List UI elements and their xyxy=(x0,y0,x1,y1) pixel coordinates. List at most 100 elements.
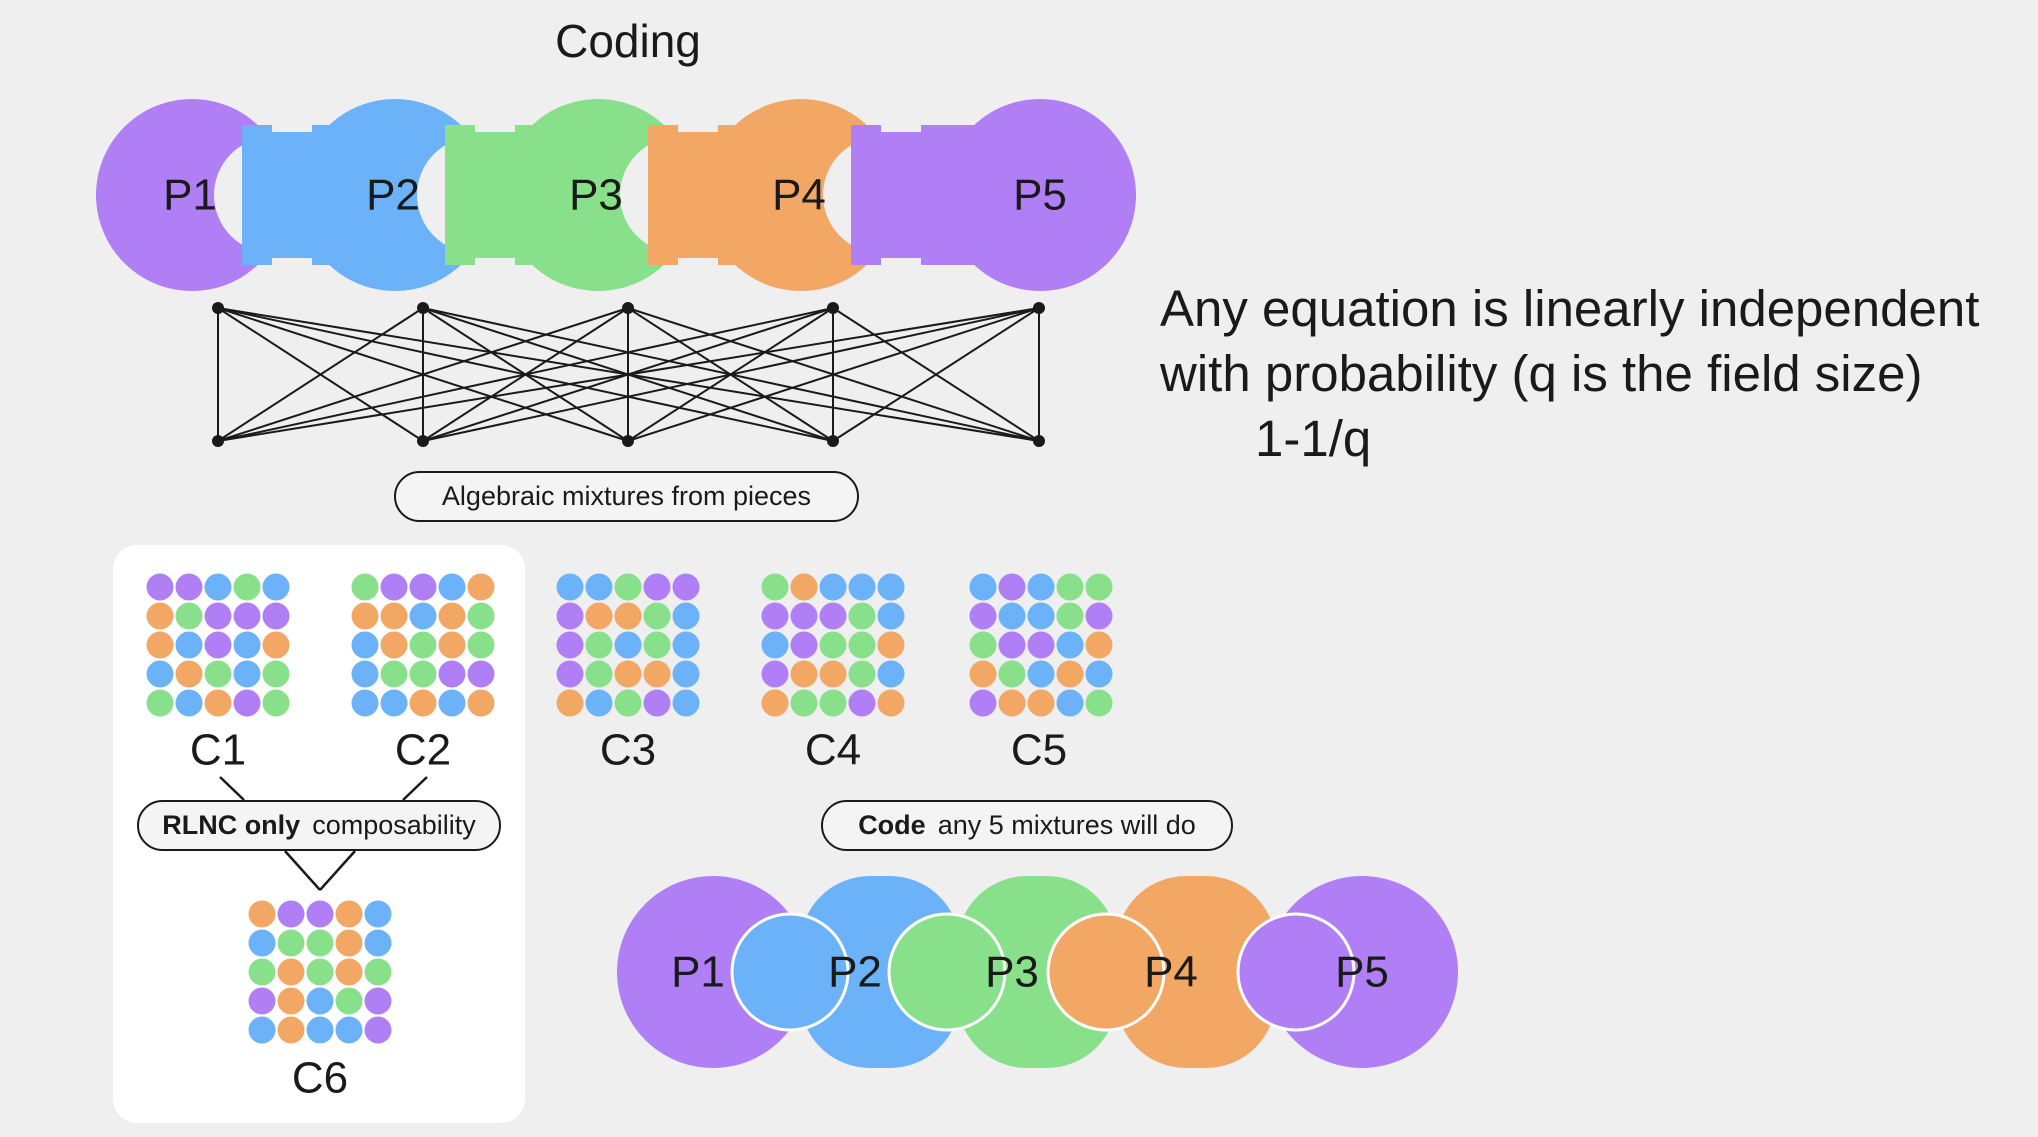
coefficient-dot xyxy=(438,631,466,659)
coefficient-dot xyxy=(1056,660,1084,688)
coefficient-dot xyxy=(848,631,876,659)
coefficient-dot xyxy=(146,573,174,601)
coefficient-dot xyxy=(585,631,613,659)
coefficient-dot xyxy=(233,660,261,688)
coefficient-dot xyxy=(998,631,1026,659)
coefficient-dot xyxy=(380,573,408,601)
coefficient-dot xyxy=(1085,602,1113,630)
coded-grid-c6: C6 xyxy=(248,900,392,1103)
coefficient-dot xyxy=(277,1016,305,1044)
coefficient-dot xyxy=(233,689,261,717)
coded-grid-c1: C1 xyxy=(146,573,290,775)
coefficient-dot xyxy=(969,602,997,630)
coefficient-dot xyxy=(761,631,789,659)
reconstructed-label-p5: P5 xyxy=(1335,948,1389,997)
coefficient-dot xyxy=(672,573,700,601)
coefficient-dot xyxy=(262,689,290,717)
top-node xyxy=(1033,302,1045,314)
bottom-node xyxy=(417,435,429,447)
coefficient-dot xyxy=(146,660,174,688)
coefficient-dot xyxy=(998,660,1026,688)
coefficient-dot xyxy=(335,987,363,1015)
probability-statement: Any equation is linearly independent wit… xyxy=(1160,276,1979,471)
piece-p4: P4 xyxy=(648,99,897,291)
coefficient-dot xyxy=(877,631,905,659)
mixing-edge xyxy=(217,307,1040,442)
coefficient-dot xyxy=(672,602,700,630)
coefficient-dot xyxy=(819,573,847,601)
coefficient-dot xyxy=(556,631,584,659)
coefficient-dot xyxy=(438,573,466,601)
coefficient-dot xyxy=(1056,573,1084,601)
coefficient-dot xyxy=(614,602,642,630)
coefficient-dot xyxy=(761,689,789,717)
bottom-node xyxy=(827,435,839,447)
piece-label-p2: P2 xyxy=(366,171,420,220)
coefficient-dot xyxy=(146,631,174,659)
coefficient-dot xyxy=(877,689,905,717)
coefficient-dot xyxy=(351,660,379,688)
coefficient-dot xyxy=(277,958,305,986)
reconstructed-label-p2: P2 xyxy=(828,948,882,997)
coefficient-dot xyxy=(380,660,408,688)
coefficient-dot xyxy=(585,660,613,688)
reconstructed-label-p1: P1 xyxy=(671,948,725,997)
mixing-edge xyxy=(217,307,424,442)
coefficient-dot xyxy=(351,573,379,601)
coefficient-dot xyxy=(1027,573,1055,601)
coefficient-dot xyxy=(790,602,818,630)
coefficient-dot xyxy=(277,900,305,928)
coefficient-dot xyxy=(409,660,437,688)
coefficient-dot xyxy=(248,987,276,1015)
statement-formula: 1-1/q xyxy=(1255,410,1372,467)
piece-label-p5: P5 xyxy=(1013,171,1067,220)
coefficient-dot xyxy=(614,660,642,688)
top-node xyxy=(827,302,839,314)
coefficient-dot xyxy=(969,631,997,659)
coefficient-dot xyxy=(467,660,495,688)
coefficient-dot xyxy=(790,689,818,717)
coefficient-dot xyxy=(409,573,437,601)
coefficient-dot xyxy=(438,602,466,630)
coefficient-dot xyxy=(1056,689,1084,717)
coefficient-dot xyxy=(364,900,392,928)
mixing-edge xyxy=(422,307,1040,442)
coefficient-dot xyxy=(819,660,847,688)
mixing-edge xyxy=(217,307,629,442)
coefficient-dot xyxy=(672,631,700,659)
coefficient-dot xyxy=(672,689,700,717)
coefficient-dot xyxy=(556,573,584,601)
mixing-edge xyxy=(627,307,1040,442)
coefficient-dot xyxy=(848,573,876,601)
coefficient-dot xyxy=(1027,602,1055,630)
reconstructed-p5: P5 xyxy=(1236,876,1458,1068)
coefficient-dot xyxy=(614,631,642,659)
coded-grid-c3: C3 xyxy=(556,573,700,775)
coefficient-dot xyxy=(969,689,997,717)
coded-grid-c4: C4 xyxy=(761,573,905,775)
coefficient-dot xyxy=(1085,631,1113,659)
coefficient-dot xyxy=(204,573,232,601)
coded-label-c5: C5 xyxy=(1011,726,1067,775)
coefficient-dot xyxy=(175,573,203,601)
coefficient-dot xyxy=(643,602,671,630)
coefficient-dot xyxy=(1027,689,1055,717)
composability-connectors xyxy=(219,776,428,891)
coefficient-dot xyxy=(351,689,379,717)
piece-p2: P2 xyxy=(242,99,491,291)
coefficient-dot xyxy=(175,660,203,688)
coefficient-dot xyxy=(614,689,642,717)
coefficient-dot xyxy=(146,602,174,630)
coefficient-dot xyxy=(556,689,584,717)
coefficient-dot xyxy=(1027,660,1055,688)
coefficient-dot xyxy=(819,631,847,659)
statement-line-1: Any equation is linearly independent xyxy=(1160,280,1980,337)
connector-line xyxy=(319,850,356,891)
coefficient-dot xyxy=(277,929,305,957)
coefficient-dot xyxy=(761,660,789,688)
coefficient-dot xyxy=(672,660,700,688)
coefficient-dot xyxy=(175,602,203,630)
coefficient-dot xyxy=(643,660,671,688)
